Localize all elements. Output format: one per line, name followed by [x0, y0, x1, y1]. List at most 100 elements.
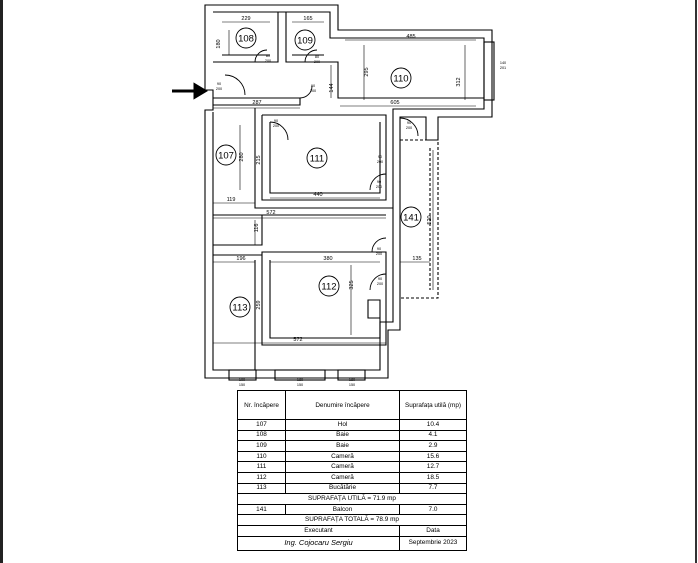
door-112-h: 200 [376, 252, 382, 256]
cell-name: Cameră [285, 471, 400, 484]
room-112-wall [261, 251, 387, 346]
room-108-circle [235, 27, 257, 49]
dim-196: 196 [236, 256, 245, 262]
useful-total-row: SUPRAFAȚA UTILĂ = 71.9 mp [237, 493, 467, 505]
window-b1-h: 150 [239, 383, 245, 387]
window-b3-w: 180 [349, 378, 355, 382]
room-legend-table: Nr. încăpere Denumire încăpere Suprafața… [237, 390, 467, 551]
door-111w-arc [369, 173, 387, 191]
header-area: Suprafața utilă (mp) [399, 390, 467, 420]
room-110-wall [330, 61, 484, 99]
dim-572-bottom: 572 [293, 337, 302, 343]
dim-295: 295 [364, 67, 370, 76]
page-edge-right [695, 0, 697, 563]
window-b1-w: 100 [239, 378, 245, 382]
door-111-arc [269, 121, 289, 141]
outer-wall-inner [212, 11, 485, 371]
cell-area: 2.9 [399, 440, 467, 452]
room-107-label: 107 [218, 151, 234, 162]
cell-nr: 141 [237, 503, 286, 516]
dim-215: 215 [256, 155, 262, 164]
door-entry-h: 200 [216, 87, 222, 91]
dim-485: 485 [406, 34, 415, 40]
window-b2-h: 150 [297, 383, 303, 387]
cell-nr: 107 [237, 419, 286, 431]
cell-area: 18.5 [399, 471, 467, 484]
grand-total-row: SUPRAFAȚA TOTALĂ = 78.9 mp [237, 514, 467, 526]
door-112-w: 90 [377, 247, 381, 251]
door-141-w: 90 [407, 121, 411, 125]
window-bottom-3 [337, 369, 366, 381]
dim-440: 440 [313, 192, 322, 198]
room-141-label: 141 [403, 213, 419, 224]
room-113-label: 113 [232, 303, 247, 314]
cell-nr: 109 [237, 440, 286, 452]
room-111-label: 111 [310, 154, 324, 165]
dim-259: 259 [256, 300, 262, 309]
dim-287: 287 [252, 100, 261, 106]
header-name: Denumire încăpere [285, 390, 400, 420]
room-141-circle [400, 206, 422, 228]
cell-nr: 112 [237, 471, 286, 484]
door-112-arc [369, 273, 387, 291]
cell-area: 12.7 [399, 461, 467, 473]
window-b3-h: 150 [349, 383, 355, 387]
room-111-circle [306, 147, 328, 169]
window-b2-w: 180 [297, 378, 303, 382]
cell-name: Balcon [285, 503, 400, 516]
room-113-wall [213, 254, 262, 370]
cell-area: 15.6 [399, 450, 467, 463]
cell-name: Baie [285, 440, 400, 452]
date-label: Data [399, 524, 467, 537]
door-108-arc [254, 49, 268, 63]
cell-nr: 110 [237, 450, 286, 463]
door-111w-w: 90 [378, 155, 382, 159]
window-110-h: 201 [500, 66, 506, 70]
door-mid-arc [371, 237, 387, 253]
outer-wall [204, 4, 493, 379]
dim-325: 325 [349, 280, 355, 289]
room-110-label: 110 [393, 74, 408, 85]
cell-nr: 113 [237, 482, 286, 495]
cell-name: Cameră [285, 450, 400, 463]
dim-180: 180 [216, 39, 222, 48]
room-112-inner [269, 260, 381, 339]
room-111-outer [254, 108, 393, 209]
room-113-circle [229, 296, 251, 318]
door-balcony-h: 200 [377, 282, 383, 286]
door-109-h: 200 [314, 60, 320, 64]
room-107-circle [215, 144, 237, 166]
window-bottom-1 [228, 369, 257, 381]
cell-nr: 108 [237, 429, 286, 442]
room-112-circle [318, 275, 340, 297]
page-edge-left [0, 0, 3, 563]
dim-520: 520 [427, 215, 433, 224]
dim-280: 280 [239, 152, 245, 161]
window-110-w: 140 [500, 61, 506, 65]
room-112-label: 112 [321, 282, 336, 293]
dim-605: 605 [390, 100, 399, 106]
window-room-110 [483, 41, 495, 101]
hall-wall [213, 97, 301, 106]
door-111w-h: 200 [377, 160, 383, 164]
cell-name: Cameră [285, 461, 400, 473]
dim-165: 165 [303, 16, 312, 22]
header-nr: Nr. încăpere [237, 390, 286, 420]
executant-label: Executant [237, 524, 400, 537]
hall-lower-wall [213, 214, 386, 246]
cell-area: 10.4 [399, 419, 467, 431]
cell-name: Baie [285, 429, 400, 442]
door-entry-w: 90 [217, 82, 221, 86]
door-108-h: 200 [265, 59, 271, 63]
door-110-arc [299, 85, 313, 99]
window-bottom-2 [274, 369, 326, 381]
executant-name: Ing. Cojocaru Sergiu [237, 535, 400, 551]
